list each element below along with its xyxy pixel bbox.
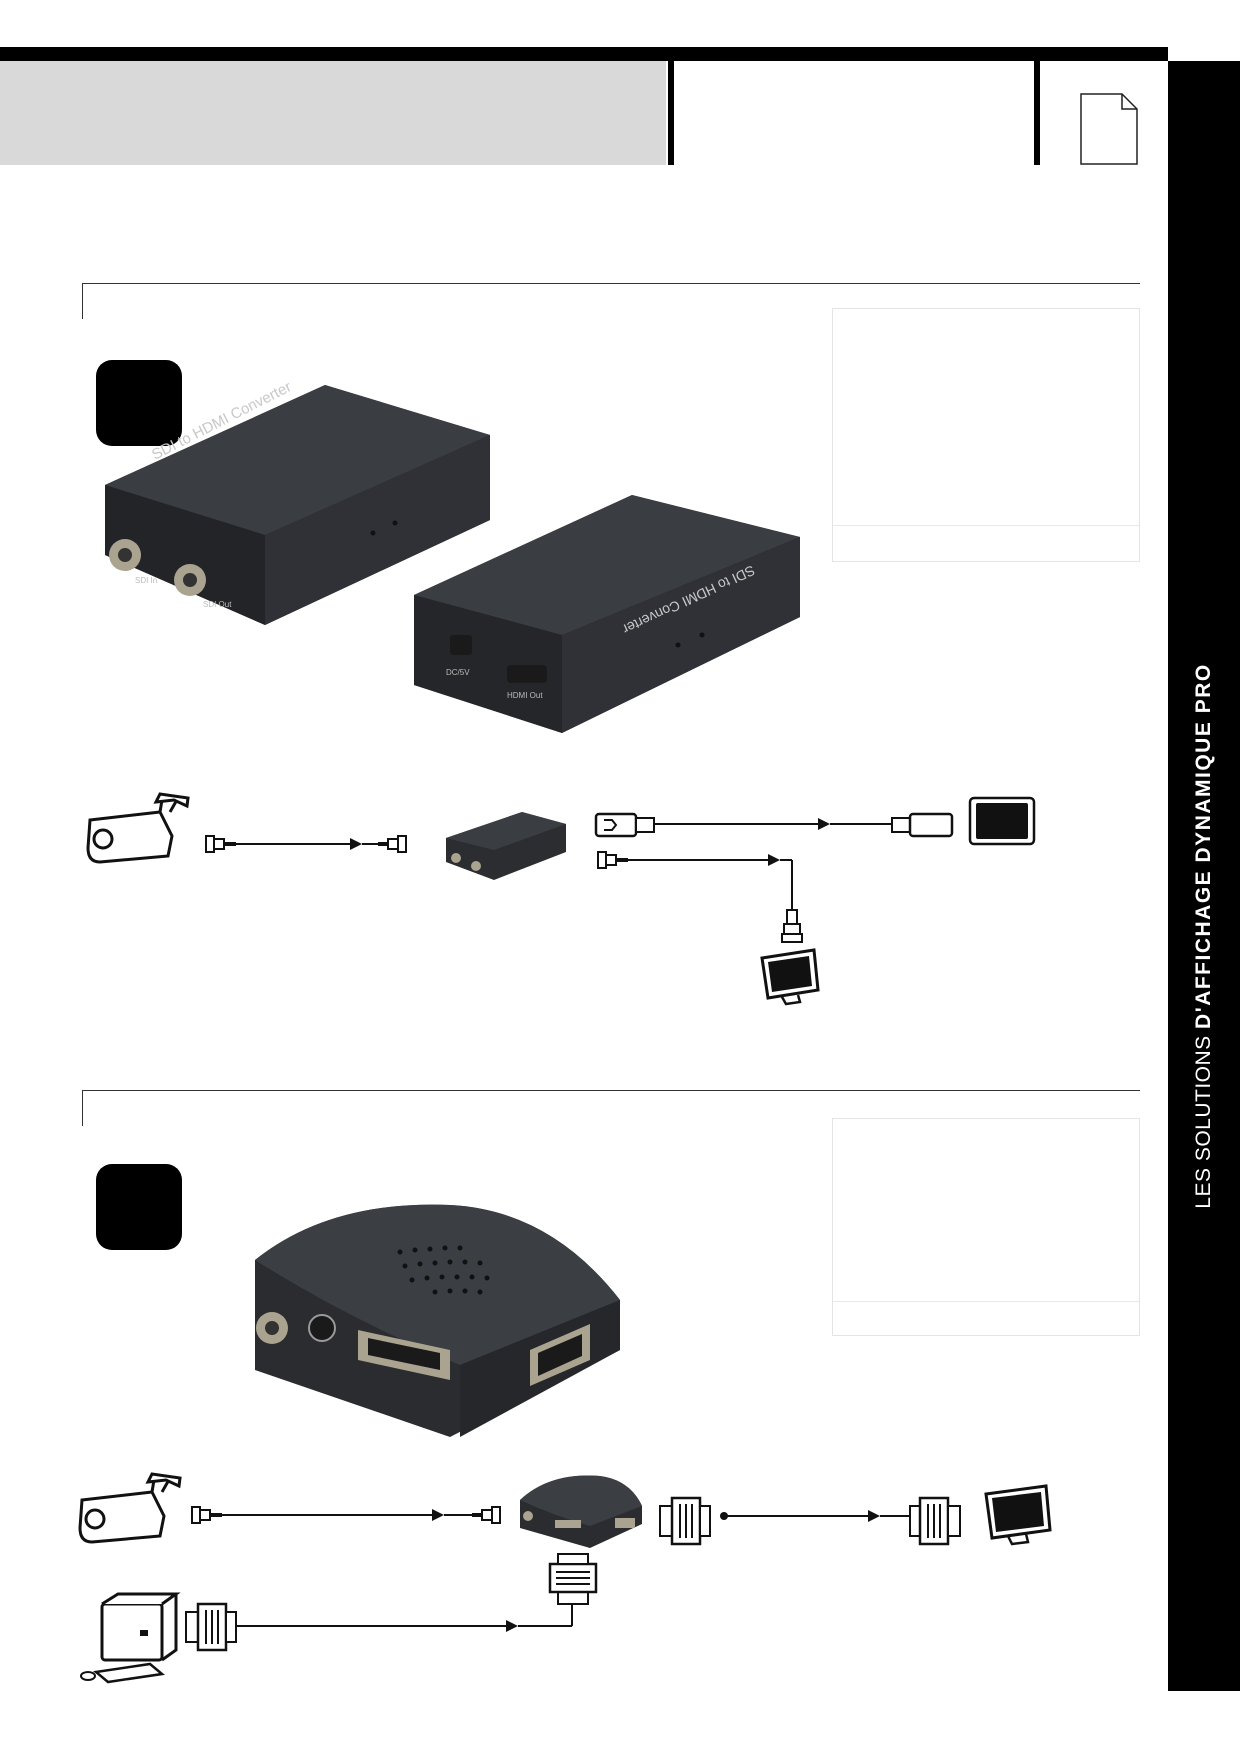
port-label: SDI In [135, 576, 157, 585]
vga-plug-icon [659, 1496, 711, 1546]
section-rule [82, 1090, 1140, 1091]
bnc-plug-icon [378, 835, 407, 853]
vga-plug-icon [909, 1496, 961, 1546]
product-info-box [832, 308, 1140, 562]
bnc-plug-icon [781, 909, 803, 943]
sidebar-heading: D'AFFICHAGE DYNAMIQUE PRO [1192, 663, 1215, 1029]
sidebar-title: LES SOLUTIONS D'AFFICHAGE DYNAMIQUE PRO [1192, 663, 1216, 1208]
bnc-plug-icon [191, 1506, 222, 1524]
hdmi-plug-icon [594, 812, 655, 838]
product-number-badge [96, 1164, 182, 1250]
bnc-plug-icon [472, 1506, 501, 1524]
hdmi-plug-icon [891, 812, 954, 838]
hdmi-port [507, 665, 547, 683]
connection-diagram-1 [86, 792, 1036, 1006]
monitor-icon [760, 948, 820, 1006]
converter-thumbnail [520, 1475, 642, 1548]
vga-plug-icon [185, 1602, 237, 1652]
svideo-port [308, 1314, 336, 1342]
info-divider [833, 525, 1139, 526]
connection-diagram-2 [78, 1472, 1052, 1684]
product-photo-front: SDI to HDMI Converter SDI In SDI Out [105, 378, 490, 625]
monitor-icon [968, 796, 1036, 846]
section-rule [82, 283, 1140, 284]
port-label: SDI Out [203, 600, 232, 609]
monitor-icon [984, 1484, 1052, 1546]
sidebar-band: LES SOLUTIONS D'AFFICHAGE DYNAMIQUE PRO [1168, 61, 1240, 1691]
security-camera-icon [86, 792, 190, 864]
converter-thumbnail [446, 812, 566, 880]
dc-jack [450, 635, 472, 655]
header-top-bar [0, 47, 1168, 61]
section-tick [82, 283, 83, 319]
bnc-plug-icon [205, 835, 236, 853]
product-photo-converter [255, 1204, 620, 1437]
info-divider [833, 1301, 1139, 1302]
product-info-box [832, 1118, 1140, 1336]
port-label: HDMI Out [507, 691, 543, 700]
security-camera-icon [78, 1472, 182, 1544]
bnc-plug-icon [597, 851, 628, 869]
header-divider [1034, 61, 1040, 165]
product-number-badge [96, 360, 182, 446]
sidebar-prefix: LES SOLUTIONS [1192, 1035, 1215, 1209]
section-tick [82, 1090, 83, 1126]
vga-plug-icon [548, 1553, 598, 1605]
port-label: DC/5V [446, 668, 470, 677]
product-photo-back: SDI to HDMI Converter DC/5V HDMI Out [414, 495, 800, 733]
header-divider [668, 61, 674, 165]
desktop-computer-icon [80, 1592, 181, 1684]
document-icon [1080, 93, 1138, 165]
header-title-panel [0, 61, 666, 165]
